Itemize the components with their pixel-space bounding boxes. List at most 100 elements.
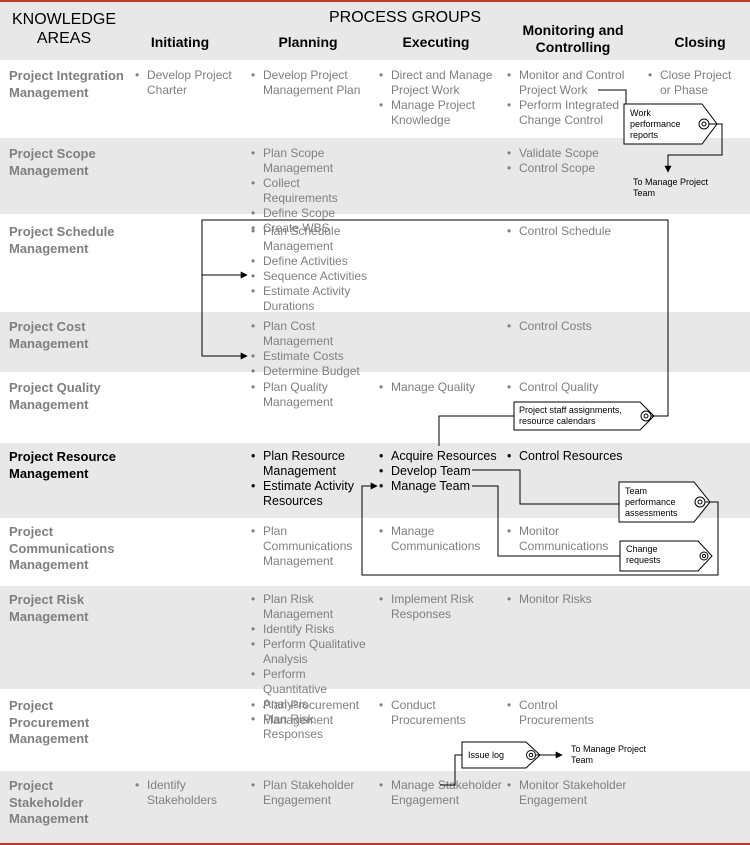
process-cell-monitoring: Control Quality: [507, 380, 627, 395]
process-cell-planning: Plan Cost ManagementEstimate CostsDeterm…: [251, 319, 369, 379]
process-item: Plan Scope Management: [251, 146, 369, 176]
knowledge-area-label: Project Communications Management: [9, 524, 115, 572]
process-item: Manage Stakeholder Engagement: [379, 778, 503, 808]
process-item: Close Project or Phase: [648, 68, 744, 98]
process-cell-executing: Acquire ResourcesDevelop TeamManage Team: [379, 449, 503, 494]
process-item: Estimate Costs: [251, 349, 369, 364]
process-item: Plan Schedule Management: [251, 224, 369, 254]
process-cell-monitoring: Control Costs: [507, 319, 627, 334]
process-item: Manage Communications: [379, 524, 503, 554]
knowledge-area-label: Project Integration Management: [9, 68, 124, 100]
process-item: Monitor Risks: [507, 592, 627, 607]
issue-log-label: Issue log: [468, 750, 505, 760]
process-item: Develop Project Charter: [135, 68, 247, 98]
table-row: Project Schedule Management Plan Schedule…: [0, 214, 750, 329]
staff-assignments-label: Project staff assignments, resource cale…: [519, 405, 622, 426]
process-item: Manage Quality: [379, 380, 503, 395]
process-item: Collect Requirements: [251, 176, 369, 206]
table-row: Project Stakeholder ManagementIdentify S…: [0, 771, 750, 843]
process-item: Perform Integrated Change Control: [507, 98, 627, 128]
table-row: Project Procurement Management Plan Procu…: [0, 689, 750, 771]
knowledge-area-label: Project Risk Management: [9, 592, 89, 624]
process-cell-planning: Develop Project Management Plan: [251, 68, 369, 98]
process-item: Plan Communications Management: [251, 524, 369, 569]
to-manage-team-note-2: To Manage Project Team: [571, 744, 647, 765]
process-item: Plan Quality Management: [251, 380, 369, 410]
process-item: Perform Qualitative Analysis: [251, 637, 369, 667]
process-item: Control Quality: [507, 380, 627, 395]
column-closing: Closing: [674, 34, 726, 50]
column-monitoring-controlling: Monitoring and Controlling: [522, 22, 624, 55]
process-item: Develop Team: [379, 464, 503, 479]
process-cell-monitoring: Monitor Communications: [507, 524, 627, 554]
column-planning: Planning: [278, 34, 338, 50]
process-item: Monitor Communications: [507, 524, 627, 554]
process-cell-initiating: Develop Project Charter: [135, 68, 247, 98]
knowledge-area-label: Project Cost Management: [9, 319, 89, 351]
process-cell-monitoring: Control Resources: [507, 449, 627, 464]
process-cell-monitoring: Monitor Stakeholder Engagement: [507, 778, 627, 808]
process-cell-initiating: Identify Stakeholders: [135, 778, 247, 808]
process-cell-planning: Plan Procurement Management: [251, 698, 369, 728]
process-item: Plan Procurement Management: [251, 698, 369, 728]
process-item: Identify Risks: [251, 622, 369, 637]
team-assessments-label: Team performance assessments: [625, 486, 678, 518]
table-row: Project Risk Management Plan Risk Managem…: [0, 586, 750, 741]
table-header: [0, 2, 750, 60]
process-item: Plan Cost Management: [251, 319, 369, 349]
table-row: Project Cost Management Plan Cost Managem…: [0, 312, 750, 379]
process-cell-executing: Manage Communications: [379, 524, 503, 554]
process-item: Manage Team: [379, 479, 503, 494]
process-groups-heading: PROCESS GROUPS: [328, 9, 482, 26]
process-item: Implement Risk Responses: [379, 592, 503, 622]
process-cell-planning: Plan Resource ManagementEstimate Activit…: [251, 449, 369, 509]
process-item: Control Schedule: [507, 224, 627, 239]
process-cell-executing: Manage Quality: [379, 380, 503, 395]
process-cell-planning: Plan Communications Management: [251, 524, 369, 569]
work-performance-reports-label: Work performance reports: [630, 108, 681, 140]
process-cell-monitoring: Validate ScopeControl Scope: [507, 146, 627, 176]
process-item: Develop Project Management Plan: [251, 68, 369, 98]
process-cell-monitoring: Control Procurements: [507, 698, 627, 728]
knowledge-area-label: Project Schedule Management: [9, 224, 115, 256]
process-cell-monitoring: Control Schedule: [507, 224, 627, 239]
process-item: Direct and Manage Project Work: [379, 68, 503, 98]
knowledge-area-label: Project Quality Management: [9, 380, 101, 412]
knowledge-area-label: Project Resource Management: [9, 449, 116, 481]
knowledge-area-label: Project Scope Management: [9, 146, 96, 178]
knowledge-area-label: Project Procurement Management: [9, 698, 90, 746]
process-cell-executing: Implement Risk Responses: [379, 592, 503, 622]
knowledge-areas-heading: KNOWLEDGE AREAS: [11, 11, 116, 47]
process-item: Control Scope: [507, 161, 627, 176]
process-item: Monitor and Control Project Work: [507, 68, 627, 98]
process-cell-executing: Direct and Manage Project WorkManage Pro…: [379, 68, 503, 128]
process-cell-planning: Plan Stakeholder Engagement: [251, 778, 369, 808]
process-item: Acquire Resources: [379, 449, 503, 464]
column-executing: Executing: [402, 34, 470, 50]
process-item: Estimate Activity Resources: [251, 479, 369, 509]
change-requests-label: Change requests: [626, 544, 661, 565]
to-manage-team-note-1: To Manage Project Team: [633, 177, 709, 198]
process-item: Identify Stakeholders: [135, 778, 247, 808]
process-cell-monitoring: Monitor Risks: [507, 592, 627, 607]
table-row: Project Scope Management Plan Scope Manag…: [0, 138, 750, 236]
process-item: Manage Project Knowledge: [379, 98, 503, 128]
process-item: Plan Stakeholder Engagement: [251, 778, 369, 808]
process-item: Plan Risk Management: [251, 592, 369, 622]
column-initiating: Initiating: [150, 34, 210, 50]
process-cell-closing: Close Project or Phase: [648, 68, 744, 98]
process-item: Estimate Activity Durations: [251, 284, 369, 314]
process-item: Control Costs: [507, 319, 627, 334]
process-item: Define Scope: [251, 206, 369, 221]
process-item: Control Procurements: [507, 698, 627, 728]
process-item: Conduct Procurements: [379, 698, 503, 728]
top-accent-line: [0, 0, 750, 2]
process-item: Validate Scope: [507, 146, 627, 161]
process-cell-monitoring: Monitor and Control Project WorkPerform …: [507, 68, 627, 128]
process-item: Monitor Stakeholder Engagement: [507, 778, 627, 808]
process-item: Control Resources: [507, 449, 627, 464]
process-item: Sequence Activities: [251, 269, 369, 284]
process-item: Plan Resource Management: [251, 449, 369, 479]
table-row: Project Integration Management Develop Pr…: [0, 62, 750, 138]
process-item: Define Activities: [251, 254, 369, 269]
